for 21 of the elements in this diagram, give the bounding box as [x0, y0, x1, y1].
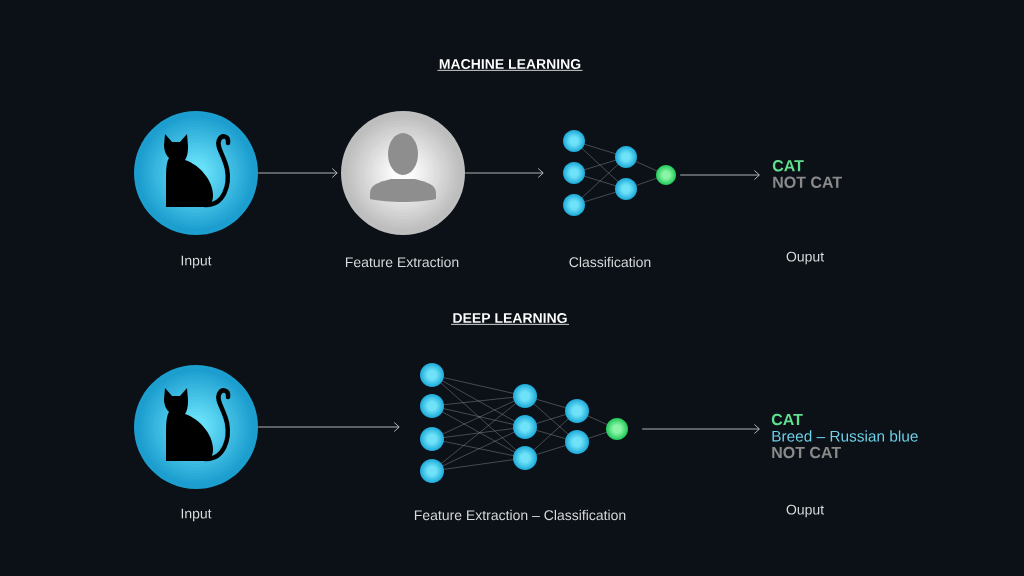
caption: Ouput — [786, 504, 824, 518]
node-label: Input — [181, 255, 212, 269]
output-label: Breed – Russian blue — [772, 430, 918, 442]
output-label: CAT — [771, 413, 803, 426]
output-label: NOT CAT — [772, 446, 841, 459]
arrow — [464, 168, 544, 178]
arrow — [641, 424, 760, 434]
node-label: Input — [181, 508, 212, 522]
output-label: NOT CAT — [773, 176, 842, 188]
output-label: CAT — [772, 160, 804, 172]
node-label: Classification — [569, 256, 651, 268]
arrow — [679, 170, 760, 180]
node-label: Feature Extraction – Classification — [414, 509, 626, 521]
neural-network — [420, 363, 628, 483]
section-heading: DEEP LEARNING — [450, 313, 570, 325]
section-heading: MACHINE LEARNING — [437, 59, 583, 71]
neural-network — [563, 130, 676, 216]
arrow — [257, 422, 400, 432]
caption: Ouput — [786, 251, 824, 265]
arrow — [257, 168, 338, 178]
node-label: Feature Extraction — [345, 256, 459, 268]
